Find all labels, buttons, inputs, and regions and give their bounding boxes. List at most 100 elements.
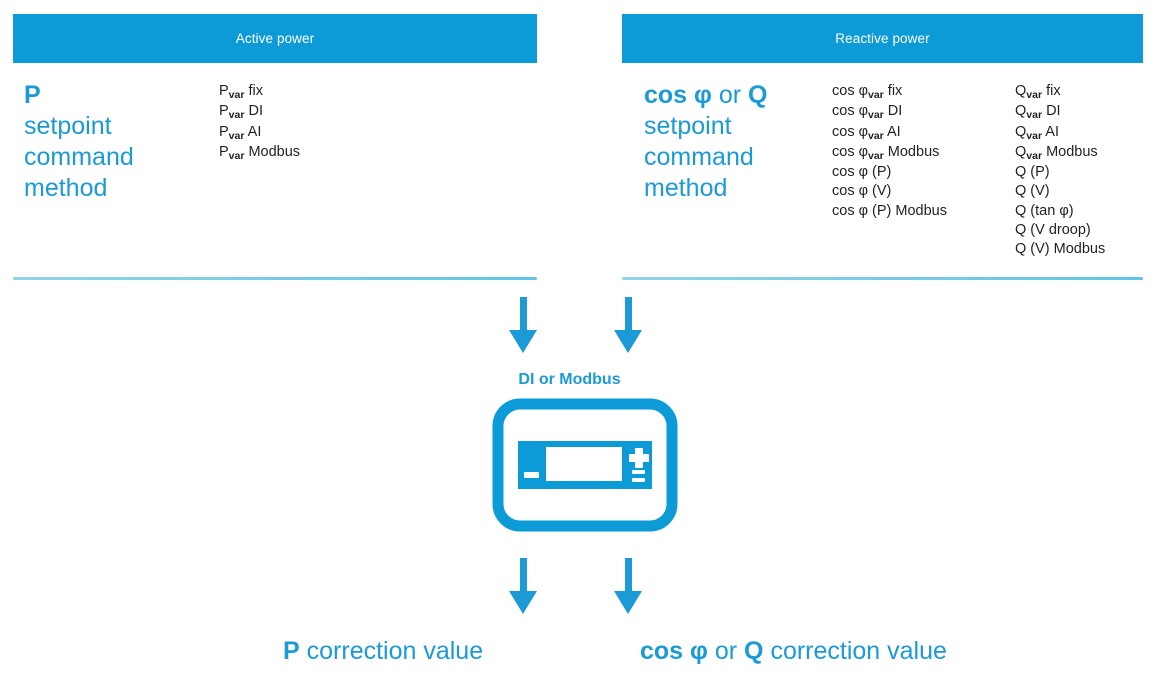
list-item: Qvar DI: [1015, 102, 1105, 122]
panel-reactive-power-header: Reactive power: [622, 14, 1143, 63]
item-base: cos φ (P) Modbus: [832, 202, 947, 219]
item-subscript: var: [868, 89, 884, 101]
arrow-head: [509, 591, 537, 614]
item-base: Q (V) Modbus: [1015, 241, 1106, 258]
item-subscript: var: [1026, 109, 1043, 122]
item-base: cos φ: [832, 103, 868, 120]
item-base: cos φ (P): [832, 164, 892, 181]
item-base: P: [219, 103, 229, 120]
item-subscript: var: [228, 129, 245, 142]
panel-active-power-body: P setpoint command method Pvar fix Pvar …: [13, 63, 537, 249]
arrow-shaft: [625, 558, 632, 594]
arrow-shaft: [520, 297, 527, 333]
list-item: Qvar AI: [1015, 123, 1105, 143]
item-rest: fix: [1042, 83, 1061, 99]
down-arrow-icon-bottom-right: [614, 558, 642, 614]
item-subscript: var: [868, 149, 884, 162]
reactive-power-heading-column: cos φ or Q setpoint command method: [622, 80, 832, 249]
item-rest: DI: [1042, 103, 1061, 120]
item-base: Q (tan φ): [1015, 202, 1074, 219]
item-base: cos φ: [832, 83, 868, 99]
item-base: Q (V droop): [1015, 222, 1091, 239]
list-item: cos φvar DI: [832, 102, 1015, 122]
output-labels-row: P correction value cos φ or Q correction…: [0, 636, 1157, 674]
output-conjunction: or: [707, 637, 745, 665]
panel-reactive-power-title: Reactive power: [835, 31, 930, 46]
item-base: P: [219, 143, 229, 160]
arrow-head: [509, 330, 537, 353]
item-subscript: var: [868, 129, 884, 142]
down-arrow-icon-top-left: [509, 297, 537, 353]
item-rest: DI: [883, 103, 903, 120]
item-base: Q: [1015, 83, 1027, 99]
item-rest: fix: [244, 83, 263, 99]
interface-label-container: DI or Modbus: [0, 371, 1157, 389]
list-item: cos φ (P): [832, 163, 1015, 182]
arrow-shaft: [625, 297, 632, 333]
reactive-heading-line2: setpoint: [644, 112, 732, 140]
item-base: cos φ: [832, 123, 868, 140]
panel-reactive-power: Reactive power cos φ or Q setpoint comma…: [622, 14, 1143, 257]
item-rest: AI: [244, 123, 262, 140]
item-subscript: var: [1026, 89, 1043, 101]
item-base: cos φ (V): [832, 183, 892, 200]
item-rest: DI: [244, 103, 263, 120]
item-subscript: var: [1026, 129, 1043, 142]
list-item: Pvar fix: [219, 82, 300, 102]
active-heading-line4: method: [24, 174, 108, 202]
down-arrow-icon-top-right: [614, 297, 642, 353]
reactive-heading-line3: command: [644, 143, 754, 171]
reactive-heading-symbol-q: Q: [748, 81, 768, 109]
list-item: Qvar fix: [1015, 82, 1105, 102]
active-power-heading-column: P setpoint command method: [13, 80, 219, 249]
item-subscript: var: [228, 149, 245, 162]
panel-reactive-power-body: cos φ or Q setpoint command method cos φ…: [622, 63, 1143, 257]
active-power-method-list: Pvar fix Pvar DI Pvar AI Pvar Modbus: [219, 80, 300, 249]
item-base: P: [219, 83, 229, 99]
controller-device-icon: [492, 398, 678, 532]
item-base: Q: [1015, 143, 1027, 160]
output-label-p-rest: correction value: [299, 637, 484, 665]
item-rest: fix: [883, 83, 903, 99]
item-rest: AI: [1042, 123, 1059, 140]
list-item: cos φ (V): [832, 182, 1015, 201]
output-label-cosq-rest: correction value: [763, 637, 947, 665]
output-label-cosphi-q-correction: cos φ or Q correction value: [640, 636, 947, 666]
item-subscript: var: [868, 109, 884, 122]
item-base: Q (P): [1015, 164, 1050, 181]
active-heading-symbol: P: [24, 81, 41, 109]
item-subscript: var: [228, 89, 245, 101]
item-base: Q: [1015, 123, 1027, 140]
item-subscript: var: [1026, 149, 1043, 162]
item-rest: Modbus: [244, 143, 301, 160]
output-label-p-correction: P correction value: [283, 636, 483, 666]
item-base: cos φ: [832, 143, 868, 160]
panel-active-power-header: Active power: [13, 14, 537, 63]
list-item: Qvar Modbus: [1015, 143, 1105, 163]
list-item: Q (V): [1015, 182, 1105, 201]
divider-active-power: [13, 277, 537, 280]
reactive-heading-line4: method: [644, 174, 728, 202]
item-rest: Modbus: [883, 143, 940, 160]
item-base: Q: [1015, 103, 1027, 120]
arrow-shaft: [520, 558, 527, 594]
list-item: Pvar AI: [219, 123, 300, 143]
item-rest: Modbus: [1042, 143, 1098, 160]
panel-active-power-title: Active power: [235, 31, 315, 46]
reactive-heading-symbol-cosphi: cos φ: [644, 81, 712, 109]
reactive-power-setpoint-heading: cos φ or Q setpoint command method: [644, 80, 832, 204]
active-heading-line3: command: [24, 143, 134, 171]
list-item: Q (V) Modbus: [1015, 240, 1105, 259]
list-item: cos φ (P) Modbus: [832, 202, 1015, 221]
output-symbol-p: P: [283, 637, 300, 665]
arrow-head: [614, 330, 642, 353]
list-item: cos φvar Modbus: [832, 143, 1015, 163]
list-item: Q (V droop): [1015, 221, 1105, 240]
list-item: Pvar DI: [219, 102, 300, 122]
output-symbol-cosphi: cos φ: [640, 637, 708, 665]
active-heading-line2: setpoint: [24, 112, 112, 140]
list-item: Pvar Modbus: [219, 143, 300, 163]
reactive-power-q-method-list: Qvar fix Qvar DI Qvar AI Qvar Modbus Q (…: [1015, 80, 1105, 257]
item-base: Q (V): [1015, 183, 1050, 200]
list-item: Q (P): [1015, 163, 1105, 182]
